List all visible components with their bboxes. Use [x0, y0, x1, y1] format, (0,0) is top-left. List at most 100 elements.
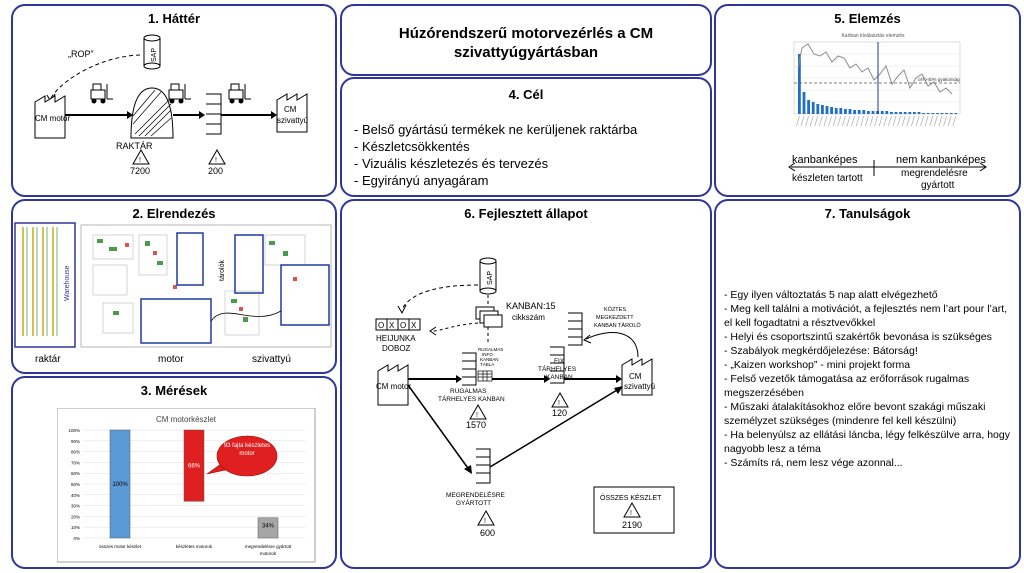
analysis-x-tick: [846, 115, 851, 127]
y-tick-label: 80%: [71, 450, 80, 455]
y-tick-label: 100%: [68, 428, 80, 433]
analysis-x-tick: [842, 115, 846, 127]
raktar-pile-icon: [130, 87, 174, 139]
intermediate-storage-icon: [568, 312, 583, 346]
analysis-x-tick: [888, 115, 892, 127]
analysis-bar: [949, 113, 953, 114]
heijunka-cell: O: [400, 321, 406, 330]
svg-text:!: !: [476, 412, 478, 419]
qty-120: 120: [552, 408, 567, 418]
kanban-cards-icon: [475, 306, 503, 328]
analysis-bar: [871, 111, 875, 114]
sap-cylinder-icon: [479, 257, 497, 295]
analysis-x-tick: [814, 115, 819, 127]
flexible-storage-label-2: TÁRHELYES KANBAN: [438, 394, 505, 403]
analysis-bar: [913, 112, 916, 114]
analysis-chart-caption: Kanban kiválasztás elemzés: [841, 33, 905, 39]
analysis-bar: [940, 113, 944, 114]
value-label: 66%: [188, 464, 201, 470]
cumulative-line: [797, 43, 953, 95]
heijunka-label-1: HEIJUNKA: [376, 334, 416, 343]
analysis-bar: [807, 100, 810, 114]
panel-improved-state: 6. Fejlesztett állapot SAP KANBAN:15 cik…: [340, 199, 712, 569]
analysis-x-tick: [828, 115, 832, 127]
analysis-bar: [880, 111, 884, 114]
panel-title: 2. Elrendezés: [132, 206, 216, 221]
analysis-x-tick: [869, 115, 874, 127]
analysis-bar: [834, 108, 838, 114]
analysis-x-tick: [929, 115, 934, 127]
factory-left-label: CM motor: [35, 114, 70, 123]
factory-cm-motor-icon: [34, 95, 66, 139]
heijunka-cell: O: [378, 321, 384, 330]
analysis-x-tick: [865, 115, 869, 127]
pump-label-1: CM: [284, 105, 297, 114]
analysis-x-tick: [892, 115, 897, 127]
analysis-x-tick: [911, 115, 915, 127]
background-flow-diagram: SAP „ROP” CM motor RAKTÁR !: [34, 34, 308, 176]
cm-motor-label: CM motor: [376, 382, 411, 391]
kanban-capable-label: kanbanképes: [792, 154, 858, 166]
analysis-x-tick: [938, 115, 943, 127]
analysis-x-tick: [920, 115, 924, 127]
main-title: Húzórendszerű motorvezérlés a CM szivatt…: [342, 24, 710, 62]
analysis-x-tick: [805, 115, 809, 127]
analysis-bar: [936, 113, 939, 114]
analysis-x-tick: [809, 115, 814, 127]
analysis-x-tick: [943, 115, 947, 127]
layout-motor-label: motor: [158, 354, 184, 365]
qty-200: 200: [208, 166, 223, 176]
kanban-capable-sub: készleten tartott: [792, 173, 863, 184]
factory-cm-motor-icon: [377, 364, 409, 406]
analysis-bar: [839, 108, 843, 114]
analysis-bar: [802, 92, 806, 114]
analysis-x-tick: [878, 115, 883, 127]
qty-7200: 7200: [130, 166, 150, 176]
analysis-bar: [867, 111, 870, 114]
analysis-bar: [821, 105, 824, 114]
callout-bubble: [206, 435, 278, 477]
raktar-label: RAKTÁR: [116, 141, 153, 151]
list-item: - Ha belenyúlsz az ellátási láncba, légy…: [724, 429, 1010, 455]
y-tick-label: 30%: [71, 504, 80, 509]
y-tick-label: 50%: [71, 482, 80, 487]
y-tick-label: 60%: [71, 471, 80, 476]
panel-title: 7. Tanulságok: [824, 206, 911, 221]
made-to-order-storage-icon: [476, 448, 491, 484]
analysis-bar: [903, 112, 907, 114]
analysis-x-tick: [924, 115, 929, 127]
analysis-x-tick: [800, 115, 805, 127]
kanban-count-label: KANBAN:15: [506, 301, 556, 311]
forklift-icon: [90, 83, 113, 104]
list-item: - Szabályok megkérdőjelezése: Bátorság!: [724, 345, 918, 357]
bar: [183, 429, 205, 502]
tarolok-label: tárolók: [219, 259, 226, 281]
analysis-x-tick: [901, 115, 906, 127]
heijunka-cell: X: [411, 321, 417, 330]
y-tick-label: 90%: [71, 439, 80, 444]
analysis-bar: [922, 113, 925, 114]
cm-pump-label-1: CM: [629, 372, 642, 381]
svg-text:!: !: [484, 518, 486, 525]
factory-layout-plan: Warehouse tárolók: [14, 222, 332, 348]
analysis-x-tick: [819, 115, 823, 127]
analysis-x-tick: [947, 115, 952, 127]
analysis-x-tick: [837, 115, 842, 127]
main-title-line2: szivattyúgyártásban: [453, 44, 599, 61]
analysis-bar: [798, 54, 801, 114]
analysis-bar: [857, 110, 861, 114]
analysis-bar: [816, 104, 820, 114]
non-kanban-sub2: gyártott: [921, 180, 955, 191]
motor-stock-chart: CM motorkészlet 100%90%80%70%60%50%40%30…: [57, 408, 316, 563]
panel-layout: 2. Elrendezés Warehouse: [11, 199, 337, 374]
chart-value-labels: 100%66%34%: [112, 464, 274, 530]
svg-text:!: !: [558, 400, 560, 407]
panel-goal: 4. Cél - Belső gyártású termékek ne kerü…: [340, 77, 712, 197]
list-item: - Helyi és csoportszintű szakértők bevon…: [724, 331, 992, 343]
info-table-label-3: KANBAN: [480, 357, 499, 362]
layout-szivattyu-label: szivattyú: [252, 354, 291, 365]
analysis-bar: [954, 113, 958, 114]
analysis-bar: [931, 113, 935, 114]
made-to-order-label-1: MEGRENDELÉSRE: [446, 490, 506, 499]
